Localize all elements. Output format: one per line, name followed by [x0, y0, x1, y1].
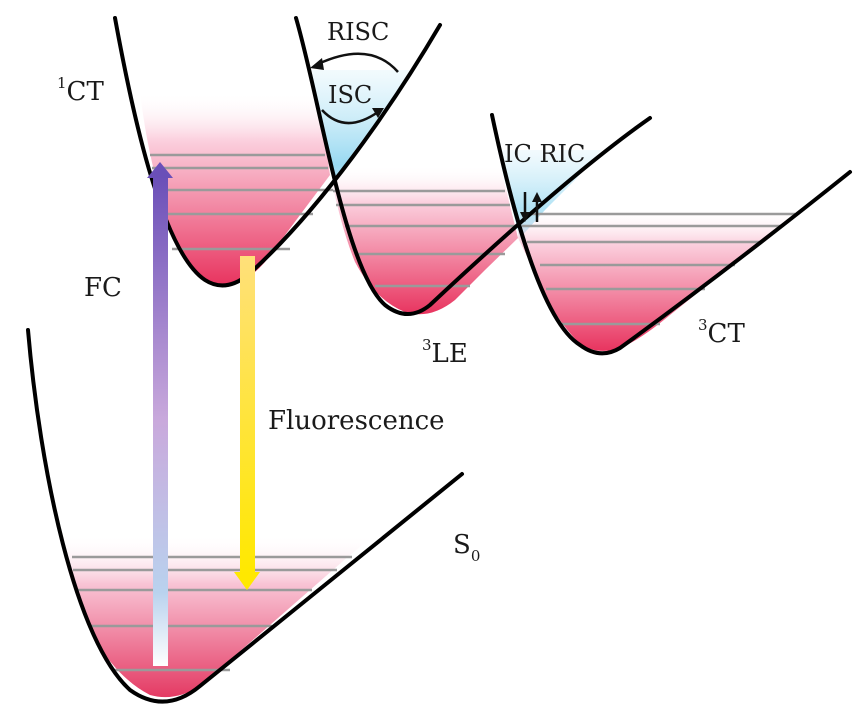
risc-arc	[317, 52, 399, 73]
s0-curve	[26, 328, 464, 704]
fc-absorption-arrow	[147, 162, 173, 666]
ct1-well-fill	[140, 92, 330, 285]
fluorescence-label: Fluorescence	[268, 406, 445, 436]
le3-curve	[294, 16, 652, 316]
fc-label: FC	[84, 273, 122, 303]
potential-curves	[26, 16, 852, 704]
le3-label-main: LE	[432, 339, 468, 369]
fluorescence-emission-arrow	[234, 256, 260, 590]
ct1-label-main: CT	[67, 77, 105, 107]
ct3-curve	[490, 113, 852, 356]
ct1-vibrational-levels	[150, 153, 333, 251]
isc-crossing-fill	[312, 70, 410, 182]
le3-well-fill	[332, 165, 518, 315]
risc-isc-arrows	[310, 52, 399, 125]
s0-label: S0	[453, 530, 480, 565]
s0-label-sub: 0	[471, 547, 481, 565]
ic-ric-label: IC RIC	[504, 140, 585, 168]
isc-arrowhead	[372, 108, 384, 118]
s0-vibrational-levels	[72, 555, 352, 672]
risc-arrowhead	[310, 58, 324, 70]
s0-well-fill	[58, 535, 375, 698]
risc-label: RISC	[327, 18, 389, 46]
ct3-label-main: CT	[708, 319, 746, 349]
le3-label-sup: 3	[422, 336, 432, 354]
ct1-label-sup: 1	[57, 74, 67, 92]
ct1-label: 1CT	[57, 74, 104, 107]
ct3-well-fill	[518, 208, 805, 351]
le3-label: 3LE	[422, 336, 468, 369]
ic-ric-arrows	[520, 192, 542, 222]
ct1-curve	[113, 16, 442, 288]
ct3-label-sup: 3	[698, 316, 708, 334]
isc-arc	[321, 109, 379, 125]
ct3-label: 3CT	[698, 316, 745, 349]
le3-vibrational-levels	[333, 189, 515, 288]
isc-label: ISC	[328, 81, 372, 109]
ct3-vibrational-levels	[522, 212, 795, 326]
s0-label-main: S	[453, 530, 471, 560]
